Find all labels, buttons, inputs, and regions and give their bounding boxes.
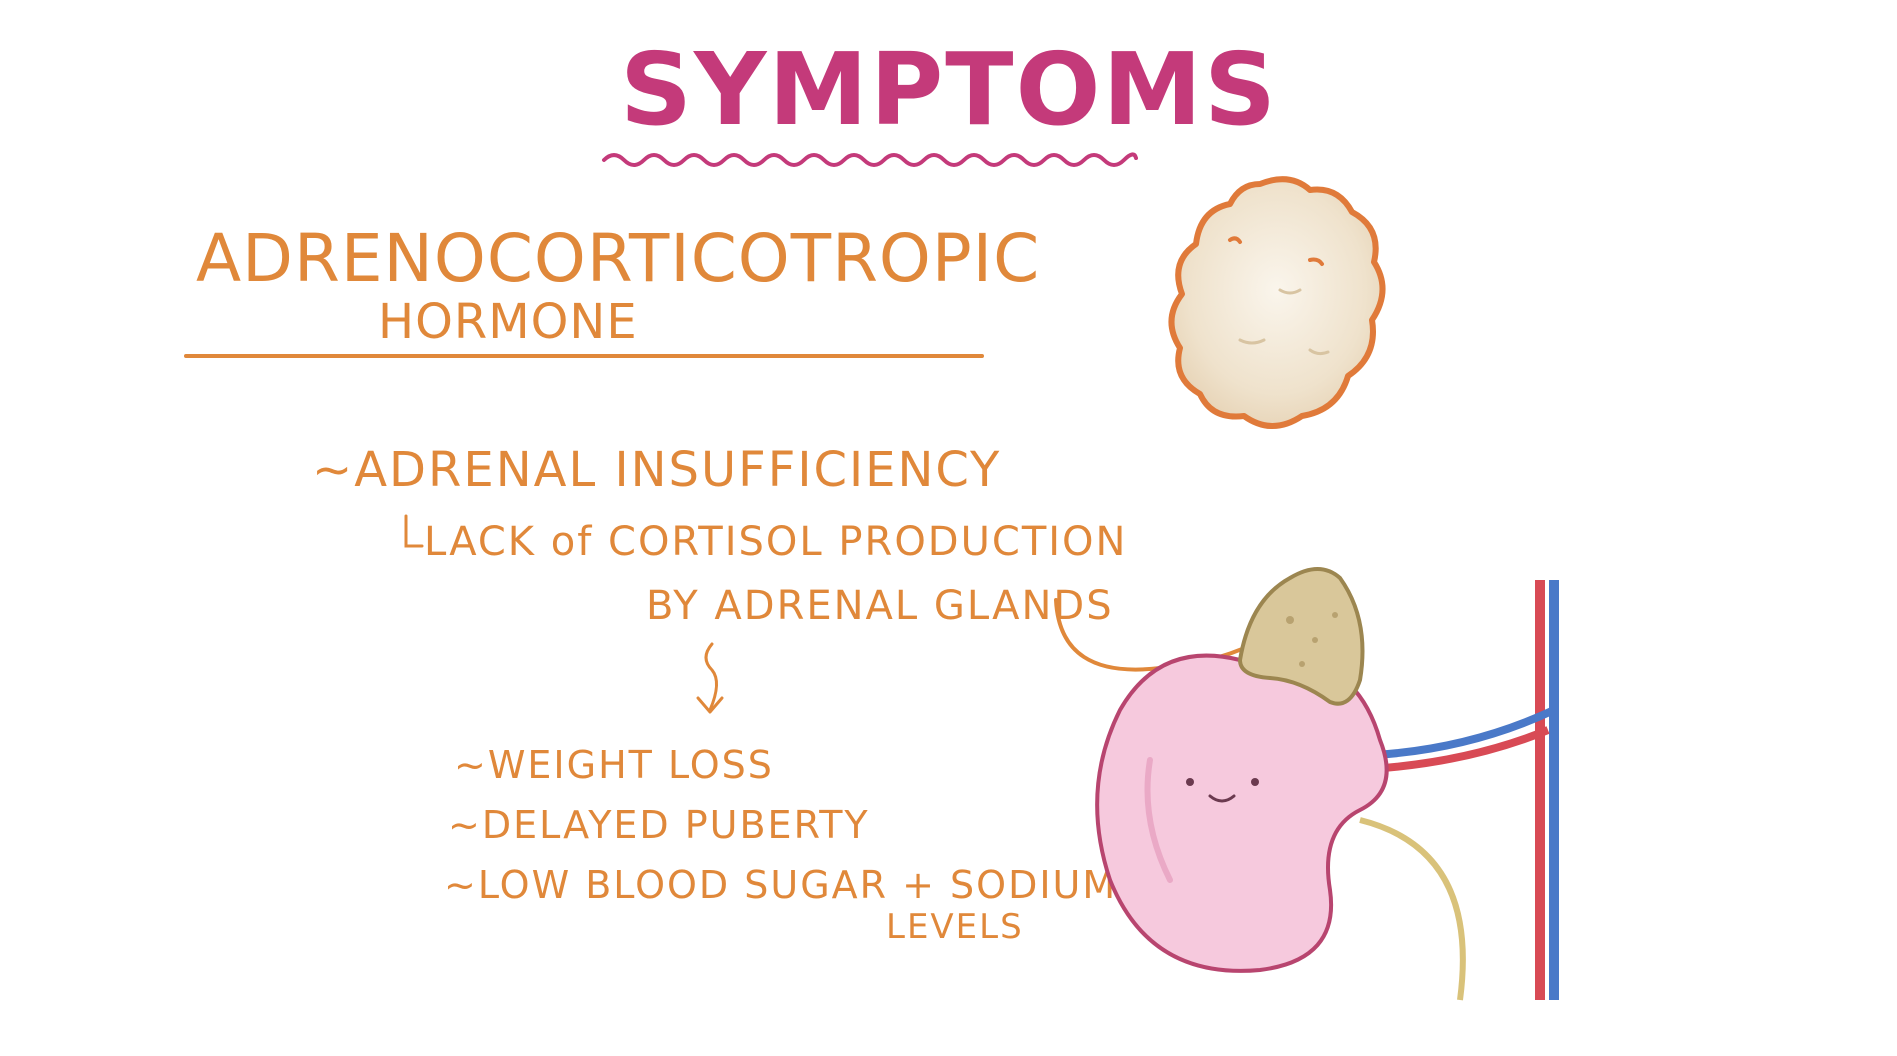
tumor-blob-icon [1168,176,1386,429]
heading-underline [184,354,984,358]
down-arrow-icon [696,642,724,714]
title-wavy-underline [602,152,1138,167]
kidney-with-adrenal-icon [1054,567,1559,1001]
item-levels: LEVELS [886,907,1024,947]
item-adrenal-insufficiency: ~ADRENAL INSUFFICIENCY [312,442,1002,498]
heading-line-1: ADRENOCORTICOTROPIC [196,220,1041,297]
heading-line-2: HORMONE [378,294,638,350]
item-low-blood-sugar: ~LOW BLOOD SUGAR + SODIUM [444,863,1118,907]
item-lack-cortisol: LACK of CORTISOL PRODUCTION [424,519,1128,565]
item-weight-loss: ~WEIGHT LOSS [454,743,774,787]
item-delayed-puberty: ~DELAYED PUBERTY [448,803,870,847]
page-title: SYMPTOMS [620,31,1278,148]
item-by-adrenal-glands: BY ADRENAL GLANDS [646,583,1114,629]
branch-connector-icon [404,514,424,548]
